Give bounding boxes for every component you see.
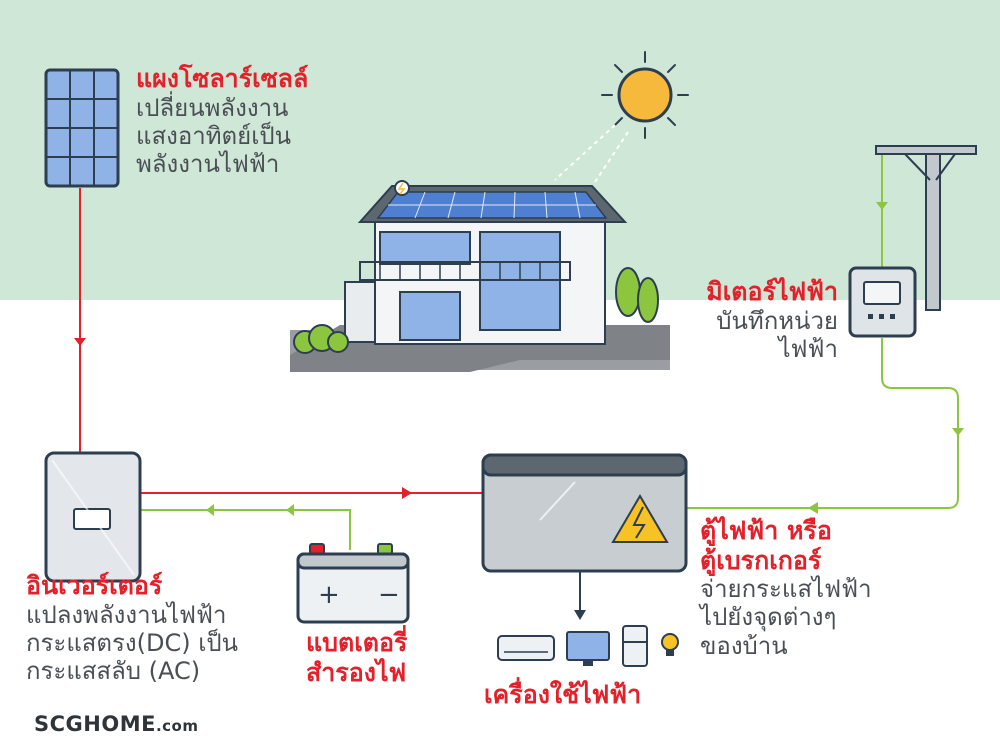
arrow-to-appliances: [574, 610, 586, 620]
appliances-label: เครื่องใช้ไฟฟ้า: [484, 680, 641, 710]
arrow-pole-down: [876, 202, 888, 210]
breaker-desc-line-3: ของบ้าน: [700, 631, 788, 660]
refrigerator-icon: [622, 625, 648, 667]
inverter-label: อินเวอร์เตอร์ แปลงพลังงานไฟฟ้า กระแสตรง(…: [26, 571, 238, 685]
arrow-battery-left-1: [206, 504, 214, 516]
arrow-solar-down: [74, 338, 86, 346]
solar-desc-line-1: เปลี่ยนพลังงาน: [136, 93, 289, 122]
inverter-desc-line-3: กระแสสลับ (AC): [26, 657, 201, 686]
arrow-to-breaker: [402, 487, 412, 499]
inverter-title: อินเวอร์เตอร์: [26, 571, 163, 600]
battery-title-line-2: สำรองไฟ: [306, 657, 407, 687]
meter-title: มิเตอร์ไฟฟ้า: [706, 277, 838, 306]
brand-main: SCGHOME: [34, 712, 156, 736]
computer-monitor-icon: [566, 631, 610, 666]
inverter-desc-line-1: แปลงพลังงานไฟฟ้า: [26, 600, 227, 629]
light-bulb-icon: [661, 633, 679, 656]
breaker-box-icon: [481, 453, 688, 573]
battery-icon: [296, 543, 410, 624]
arrow-battery-left-2: [286, 504, 294, 516]
breaker-desc-line-2: ไปยังจุดต่างๆ: [700, 603, 837, 632]
meter-desc-line-2: ไฟฟ้า: [778, 334, 838, 363]
battery-label: แบตเตอรี่ สำรองไฟ: [306, 628, 407, 687]
dc-wires: [74, 188, 483, 499]
battery-minus: −: [378, 580, 400, 610]
solar-title: แผงโซลาร์เซลล์: [136, 64, 309, 93]
brand-suffix: .com: [155, 717, 199, 735]
ac-wires: [140, 153, 964, 550]
solar-desc-line-3: พลังงานไฟฟ้า: [136, 150, 280, 179]
electric-meter-icon: [848, 266, 917, 338]
solar-desc-line-2: แสงอาทิตย์เป็น: [136, 121, 292, 150]
breaker-title-line-1: ตู้ไฟฟ้า หรือ: [700, 516, 832, 545]
arrow-meter-down: [952, 428, 964, 436]
appliances-title: เครื่องใช้ไฟฟ้า: [484, 680, 642, 709]
battery-title-line-1: แบตเตอรี่: [306, 628, 408, 657]
brand-logo: SCGHOME.com: [34, 712, 198, 736]
breaker-label: ตู้ไฟฟ้า หรือ ตู้เบรกเกอร์ จ่ายกระแสไฟฟ้…: [700, 516, 872, 660]
utility-pole-icon: [875, 145, 977, 311]
air-conditioner-icon: [497, 635, 555, 661]
inverter-desc-line-2: กระแสตรง(DC) เป็น: [26, 628, 239, 657]
breaker-desc-line-1: จ่ายกระแสไฟฟ้า: [700, 575, 872, 603]
meter-desc-line-1: บันทึกหน่วย: [716, 306, 838, 335]
battery-plus: +: [318, 580, 340, 610]
breaker-title-line-2: ตู้เบรกเกอร์: [700, 545, 822, 575]
arrow-to-breaker-green: [808, 502, 818, 514]
solar-label: แผงโซลาร์เซลล์ เปลี่ยนพลังงาน แสงอาทิตย์…: [136, 64, 308, 178]
house-icon: [290, 180, 670, 372]
wire-meter-to-breaker: [686, 338, 959, 509]
sun-icon: [554, 51, 689, 183]
meter-label: มิเตอร์ไฟฟ้า บันทึกหน่วย ไฟฟ้า: [706, 277, 838, 363]
solar-panel-icon: [44, 68, 120, 188]
inverter-icon: [44, 451, 142, 583]
